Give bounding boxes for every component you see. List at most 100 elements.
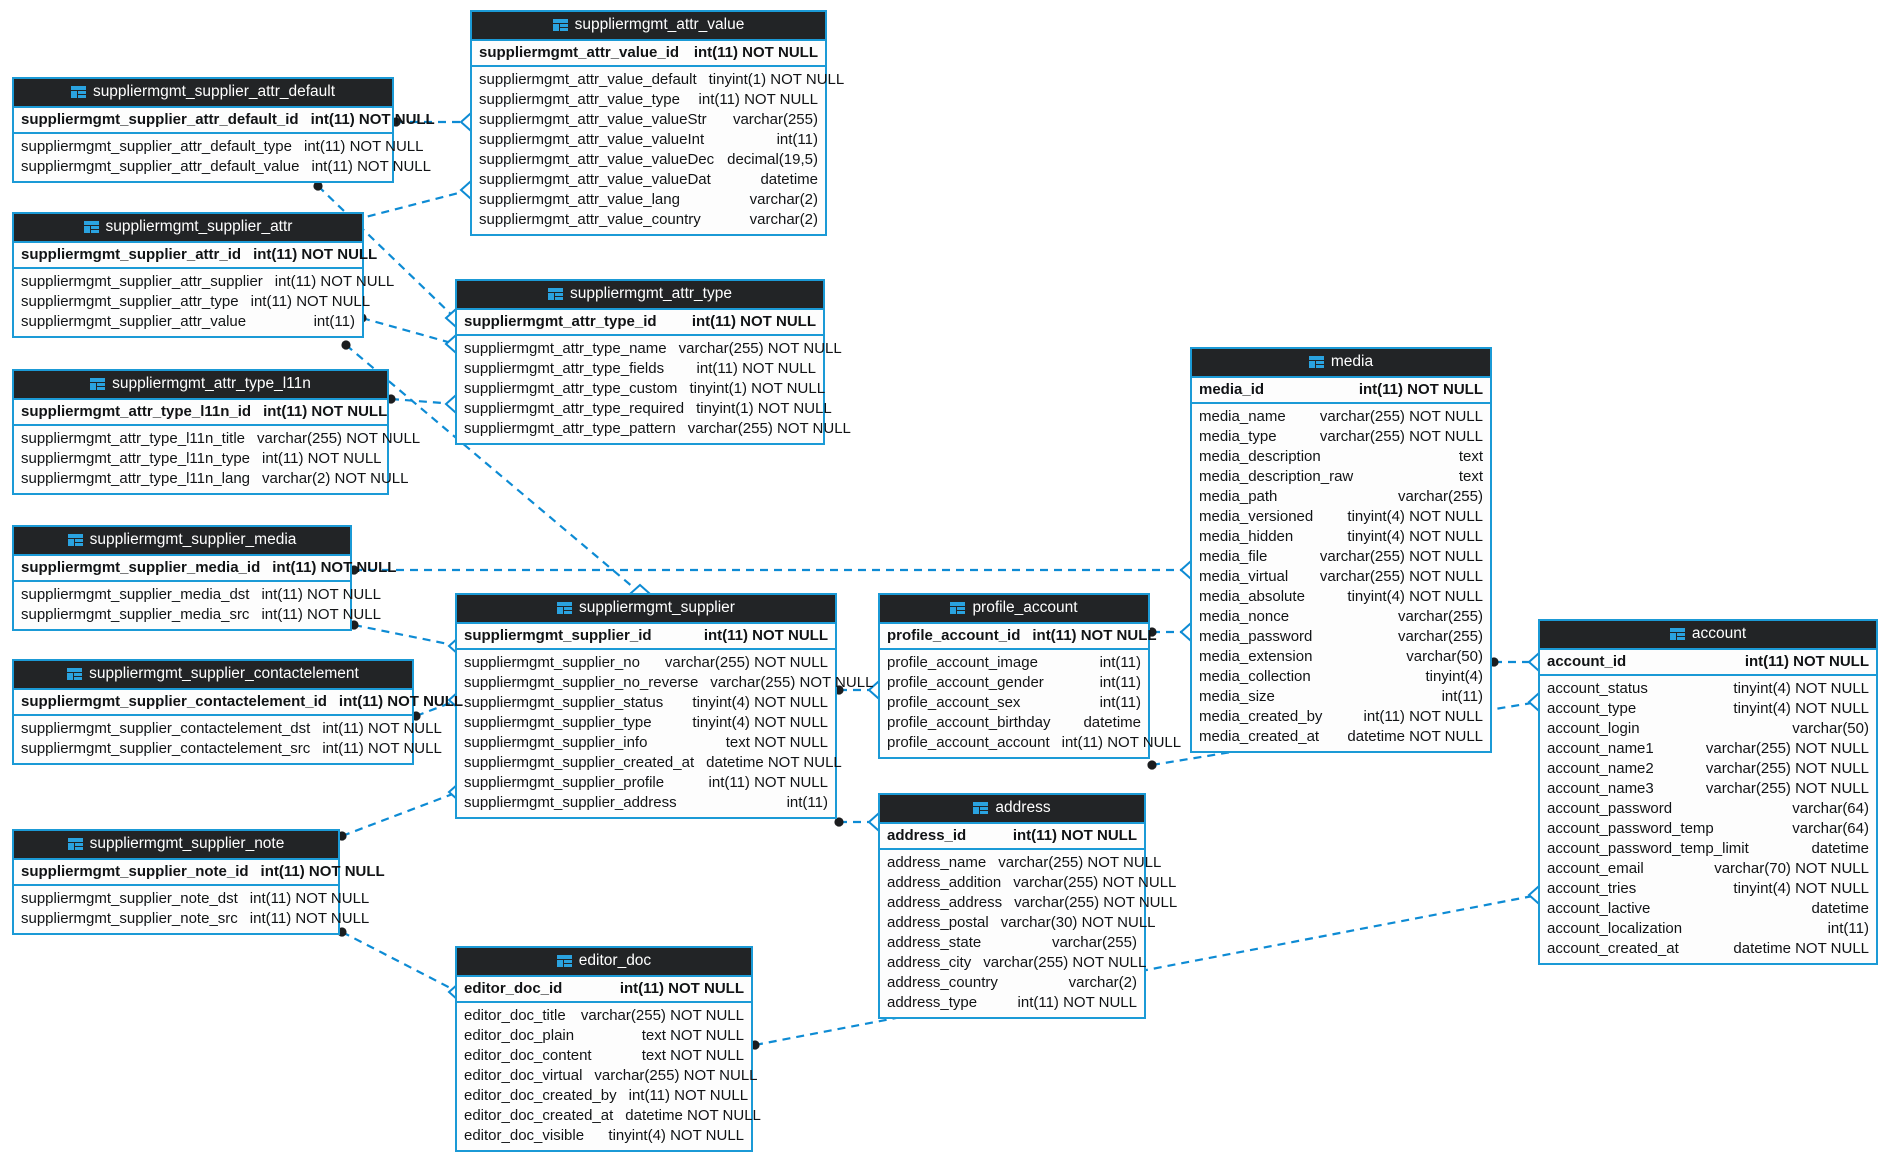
attribute-type: int(11) bbox=[1827, 919, 1869, 937]
entity-header[interactable]: suppliermgmt_supplier_attr_default bbox=[14, 79, 392, 106]
attribute-type: varchar(30) NOT NULL bbox=[1000, 913, 1156, 931]
attribute-name: suppliermgmt_attr_value_type bbox=[479, 90, 680, 108]
entity-suppliermgmt_supplier_attr[interactable]: suppliermgmt_supplier_attr suppliermgmt_s… bbox=[12, 212, 394, 338]
attribute-type: varchar(255) NOT NULL bbox=[664, 653, 828, 671]
entity-header[interactable]: suppliermgmt_supplier_attr bbox=[14, 214, 362, 241]
primary-key-name: address_id bbox=[887, 826, 967, 844]
attribute-name: media_description_raw bbox=[1199, 467, 1354, 485]
attribute-name: suppliermgmt_attr_value_default bbox=[479, 70, 697, 88]
entity-title: suppliermgmt_supplier_contactelement bbox=[89, 665, 359, 682]
attribute-name: account_password_temp bbox=[1547, 819, 1714, 837]
entity-title: account bbox=[1691, 625, 1747, 642]
attribute-name: account_type bbox=[1547, 699, 1637, 717]
entity-header[interactable]: suppliermgmt_attr_value bbox=[472, 12, 825, 39]
attribute-name: address_addition bbox=[887, 873, 1002, 891]
table-icon bbox=[67, 667, 83, 680]
entity-header[interactable]: media bbox=[1192, 349, 1490, 376]
attribute-type: datetime NOT NULL bbox=[625, 1106, 761, 1124]
attribute-type: datetime NOT NULL bbox=[1733, 939, 1869, 957]
attribute-type: varchar(255) NOT NULL bbox=[1705, 759, 1869, 777]
attribute-type: text bbox=[1458, 447, 1483, 465]
entity-header[interactable]: suppliermgmt_supplier bbox=[457, 595, 835, 622]
attribute-type: varchar(255) NOT NULL bbox=[1319, 547, 1483, 565]
attribute-name: suppliermgmt_supplier_no bbox=[464, 653, 640, 671]
primary-key-name: account_id bbox=[1547, 652, 1627, 670]
attribute-name: suppliermgmt_supplier_profile bbox=[464, 773, 665, 791]
entity-header[interactable]: editor_doc bbox=[457, 948, 751, 975]
attribute-type: datetime NOT NULL bbox=[706, 753, 842, 771]
attribute-name: media_versioned bbox=[1199, 507, 1314, 525]
entity-header[interactable]: profile_account bbox=[880, 595, 1148, 622]
attribute-name: editor_doc_content bbox=[464, 1046, 592, 1064]
entity-title: suppliermgmt_attr_type_l11n bbox=[112, 375, 311, 392]
entity-header[interactable]: suppliermgmt_supplier_note bbox=[14, 831, 338, 858]
entity-header[interactable]: suppliermgmt_attr_type bbox=[457, 281, 823, 308]
attribute-type: varchar(64) bbox=[1792, 819, 1869, 837]
attribute-type: tinyint(4) NOT NULL bbox=[608, 1126, 744, 1144]
entity-header[interactable]: suppliermgmt_supplier_media bbox=[14, 527, 350, 554]
attribute-name: profile_account_account bbox=[887, 733, 1050, 751]
attribute-type: int(11) NOT NULL bbox=[249, 889, 370, 907]
attribute-name: editor_doc_plain bbox=[464, 1026, 575, 1044]
attribute-type: int(11) bbox=[786, 793, 828, 811]
attribute-name: suppliermgmt_attr_type_l11n_lang bbox=[21, 469, 251, 487]
entity-suppliermgmt_attr_type_l11n[interactable]: suppliermgmt_attr_type_l11n suppliermgmt_… bbox=[12, 369, 420, 495]
entity-header[interactable]: address bbox=[880, 795, 1144, 822]
attribute-name: profile_account_birthday bbox=[887, 713, 1051, 731]
attribute-type: tinyint(4) NOT NULL bbox=[1733, 679, 1869, 697]
primary-key-type: int(11) NOT NULL bbox=[703, 626, 828, 644]
attribute-name: suppliermgmt_supplier_info bbox=[464, 733, 648, 751]
attribute-name: account_lactive bbox=[1547, 899, 1651, 917]
entity-title: media bbox=[1330, 353, 1374, 370]
attribute-type: tinyint(4) NOT NULL bbox=[1347, 507, 1483, 525]
attribute-name: address_country bbox=[887, 973, 998, 991]
table-icon bbox=[556, 954, 572, 967]
entity-header[interactable]: suppliermgmt_supplier_contactelement bbox=[14, 661, 412, 688]
primary-key-type: int(11) NOT NULL bbox=[310, 110, 435, 128]
primary-key-name: suppliermgmt_supplier_attr_id bbox=[21, 245, 242, 263]
attribute-name: account_name3 bbox=[1547, 779, 1654, 797]
entity-header[interactable]: account bbox=[1540, 621, 1876, 648]
attribute-name: suppliermgmt_supplier_attr_type bbox=[21, 292, 239, 310]
attribute-name: editor_doc_created_by bbox=[464, 1086, 617, 1104]
attribute-name: suppliermgmt_supplier_created_at bbox=[464, 753, 695, 771]
entity-header[interactable]: suppliermgmt_attr_type_l11n bbox=[14, 371, 387, 398]
table-icon bbox=[950, 601, 966, 614]
primary-key-type: int(11) NOT NULL bbox=[1032, 626, 1157, 644]
attribute-type: varchar(255) NOT NULL bbox=[1319, 427, 1483, 445]
attribute-type: int(11) NOT NULL bbox=[250, 292, 371, 310]
entity-title: suppliermgmt_supplier_attr_default bbox=[92, 83, 336, 100]
attribute-type: varchar(255) bbox=[1397, 487, 1483, 505]
attribute-name: suppliermgmt_attr_value_valueStr bbox=[479, 110, 707, 128]
entity-suppliermgmt_attr_value[interactable]: suppliermgmt_attr_value suppliermgmt_attr… bbox=[470, 10, 844, 236]
attribute-row: suppliermgmt_supplier_contactelement_src… bbox=[14, 739, 442, 759]
attribute-name: suppliermgmt_attr_type_l11n_type bbox=[21, 449, 251, 467]
